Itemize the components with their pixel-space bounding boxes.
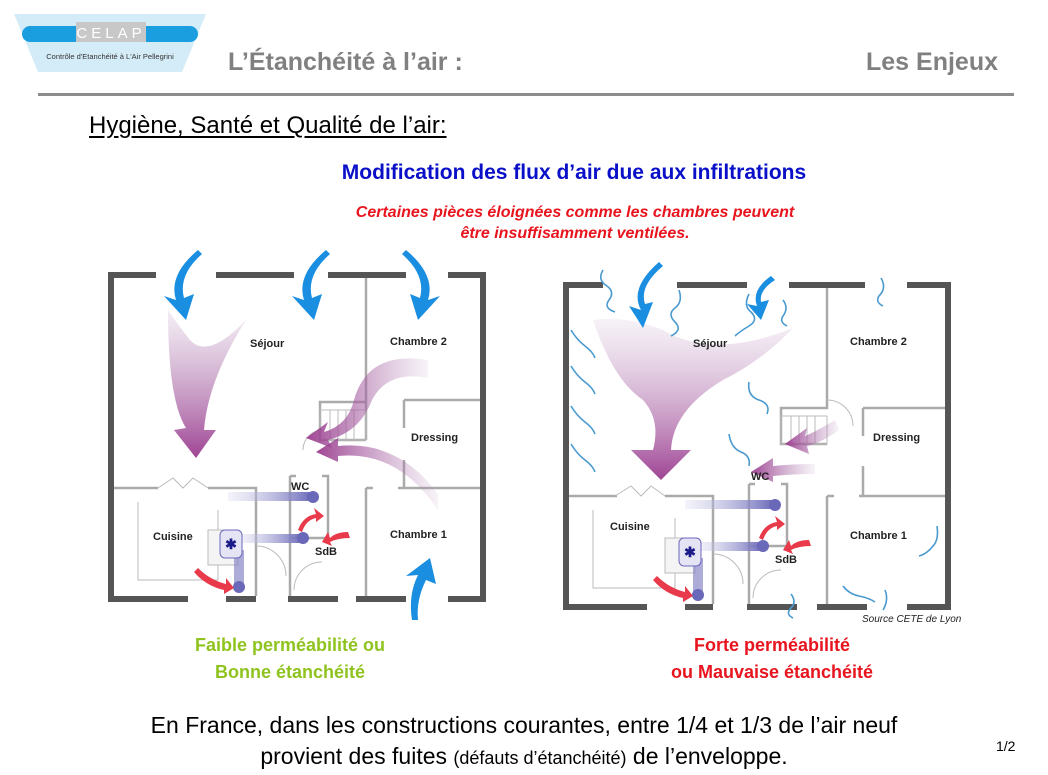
logo-tagline: Contrôle d'Etanchéité à L'Air Pellegrini <box>46 52 174 61</box>
room-chambre-2: Chambre 2 <box>850 336 907 348</box>
footer-line1: En France, dans les constructions couran… <box>150 712 898 738</box>
caption-poor-airtightness: Forte perméabilité ou Mauvaise étanchéit… <box>622 632 922 686</box>
caption-bad-line1: Forte perméabilité <box>693 635 851 655</box>
footer-line2-parenthetical: (défauts d’étanchéité) <box>453 748 627 768</box>
diagram-subtitle-line1: Certaines pièces éloignées comme les cha… <box>355 204 795 221</box>
room-chambre-1: Chambre 1 <box>390 529 447 541</box>
caption-bad-line2: ou Mauvaise étanchéité <box>670 662 874 682</box>
diagram-subtitle-line2: être insuffisamment ventilées. <box>460 225 690 242</box>
footer-statement: En France, dans les constructions couran… <box>0 710 1048 774</box>
floorplan-poor-airtightness: ✱ Séjour Chambre 2 Dressing WC Cuisine S… <box>553 250 953 620</box>
caption-good-line2: Bonne étanchéité <box>214 662 366 682</box>
room-cuisine: Cuisine <box>610 521 650 533</box>
footer-line2-end: de l’enveloppe. <box>626 743 788 769</box>
svg-text:✱: ✱ <box>225 536 237 552</box>
header-divider <box>38 93 1014 96</box>
page-number: 1/2 <box>996 738 1016 754</box>
room-dressing: Dressing <box>873 432 920 444</box>
footer-line2-start: provient des fuites <box>260 743 454 769</box>
room-cuisine: Cuisine <box>153 531 193 543</box>
caption-good-line1: Faible perméabilité ou <box>194 635 386 655</box>
svg-text:✱: ✱ <box>684 544 696 560</box>
section-title: Hygiène, Santé et Qualité de l’air: <box>89 112 447 139</box>
room-chambre-1: Chambre 1 <box>850 530 907 542</box>
footer-line2: provient des fuites (défauts d’étanchéit… <box>0 741 1048 774</box>
slide-section: Les Enjeux <box>866 48 998 76</box>
caption-good-airtightness: Faible perméabilité ou Bonne étanchéité <box>140 632 440 686</box>
celap-logo: CELAP Contrôle d'Etanchéité à L'Air Pell… <box>14 14 206 72</box>
logo-brand: CELAP <box>76 25 145 42</box>
room-dressing: Dressing <box>411 432 458 444</box>
room-sejour: Séjour <box>250 338 285 350</box>
diagram-title: Modification des flux d’air due aux infi… <box>341 161 807 184</box>
floorplan-good-airtightness: ✱ Séjour Chambre 2 Dressing WC Cuisine S… <box>98 250 498 620</box>
room-wc: WC <box>291 481 309 493</box>
room-chambre-2: Chambre 2 <box>390 336 447 348</box>
diagram-subtitle: Certaines pièces éloignées comme les cha… <box>0 202 1048 244</box>
room-sdb: SdB <box>315 546 337 558</box>
room-wc: WC <box>751 471 769 483</box>
room-sdb: SdB <box>775 554 797 566</box>
slide-title: L’Étanchéité à l’air : <box>228 48 463 76</box>
image-source: Source CETE de Lyon <box>862 614 962 625</box>
room-sejour: Séjour <box>693 338 728 350</box>
